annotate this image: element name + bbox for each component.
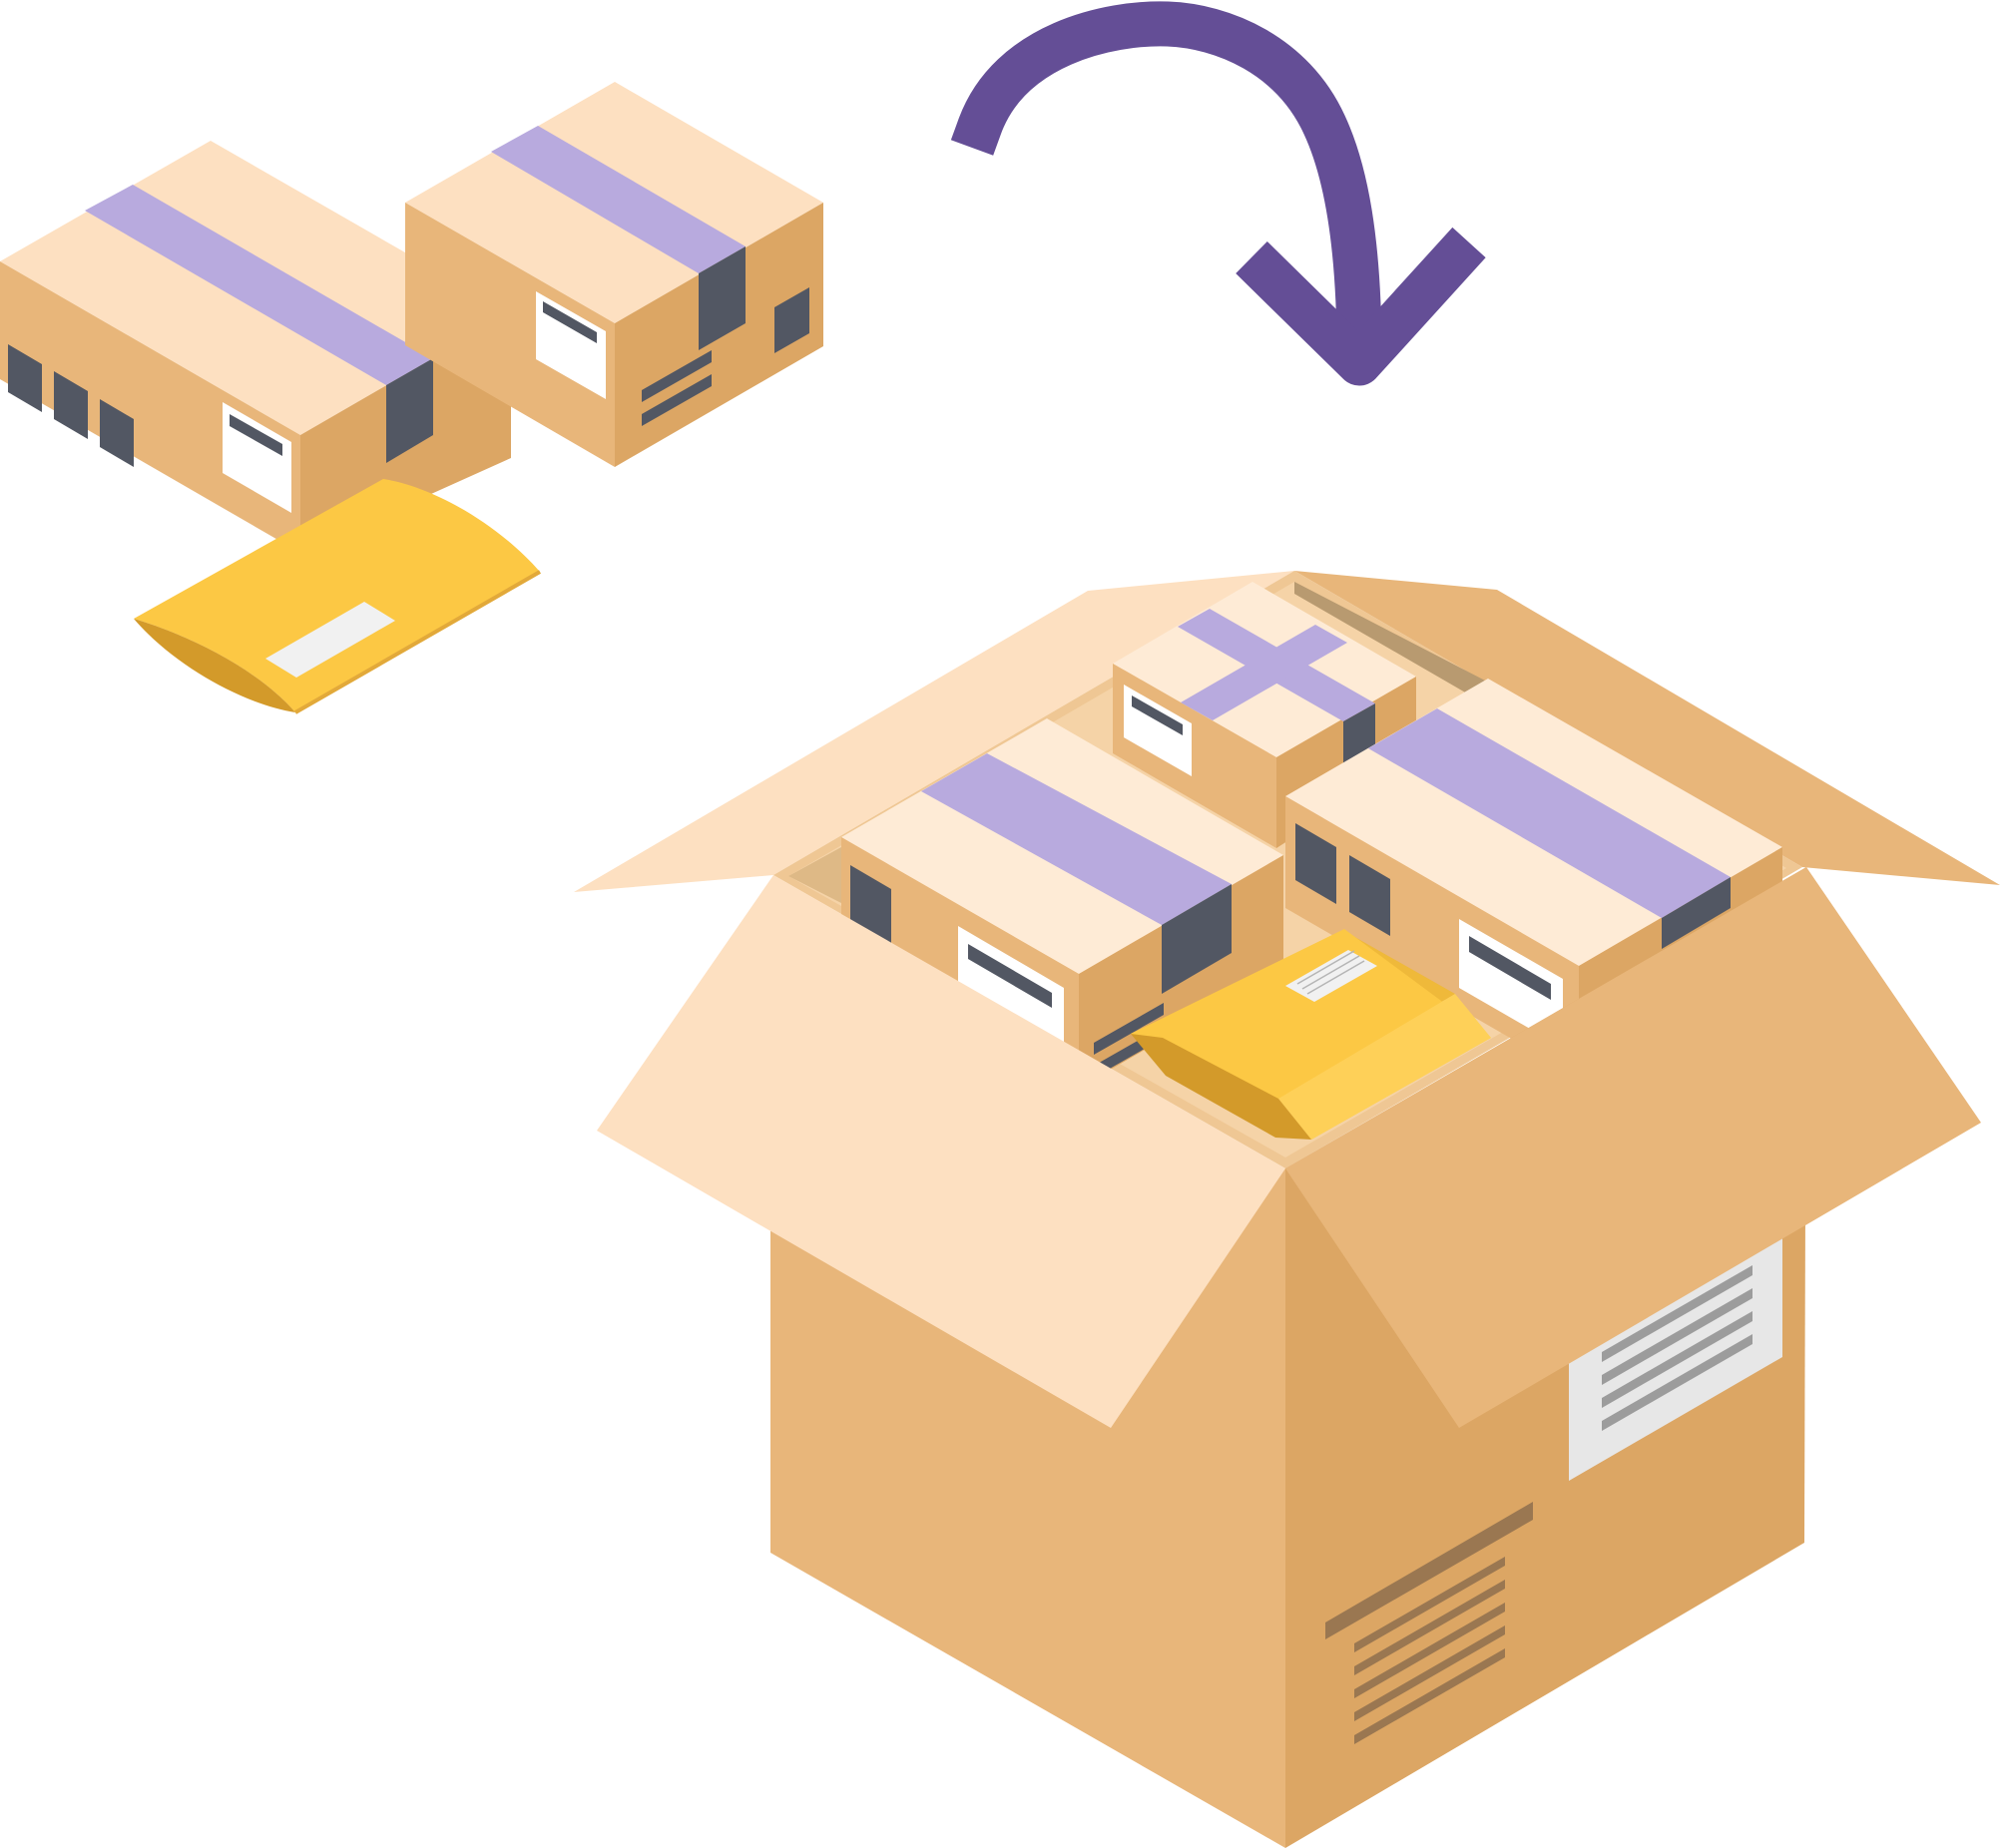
tape-stripe: [491, 126, 746, 273]
box-vent-lines: [1325, 1502, 1533, 1744]
envelope-left-icon: [134, 479, 541, 714]
front-right-flap: [1285, 867, 1981, 1428]
back-right-flap: [1294, 571, 2000, 885]
box-right-icon: [405, 82, 823, 467]
envelope-inner-icon: [1131, 929, 1491, 1140]
back-left-flap: [574, 571, 1294, 892]
open-shipping-box-icon: [574, 571, 2000, 1848]
box-left-icon: [0, 141, 511, 553]
envelope-label: [1285, 950, 1377, 1002]
front-left-flap: [597, 875, 1285, 1428]
tape-stripe: [85, 185, 433, 385]
envelope-window: [265, 602, 395, 678]
curved-arrow-down-icon: [950, 1, 1486, 386]
inner-box-left: [788, 718, 1283, 1088]
